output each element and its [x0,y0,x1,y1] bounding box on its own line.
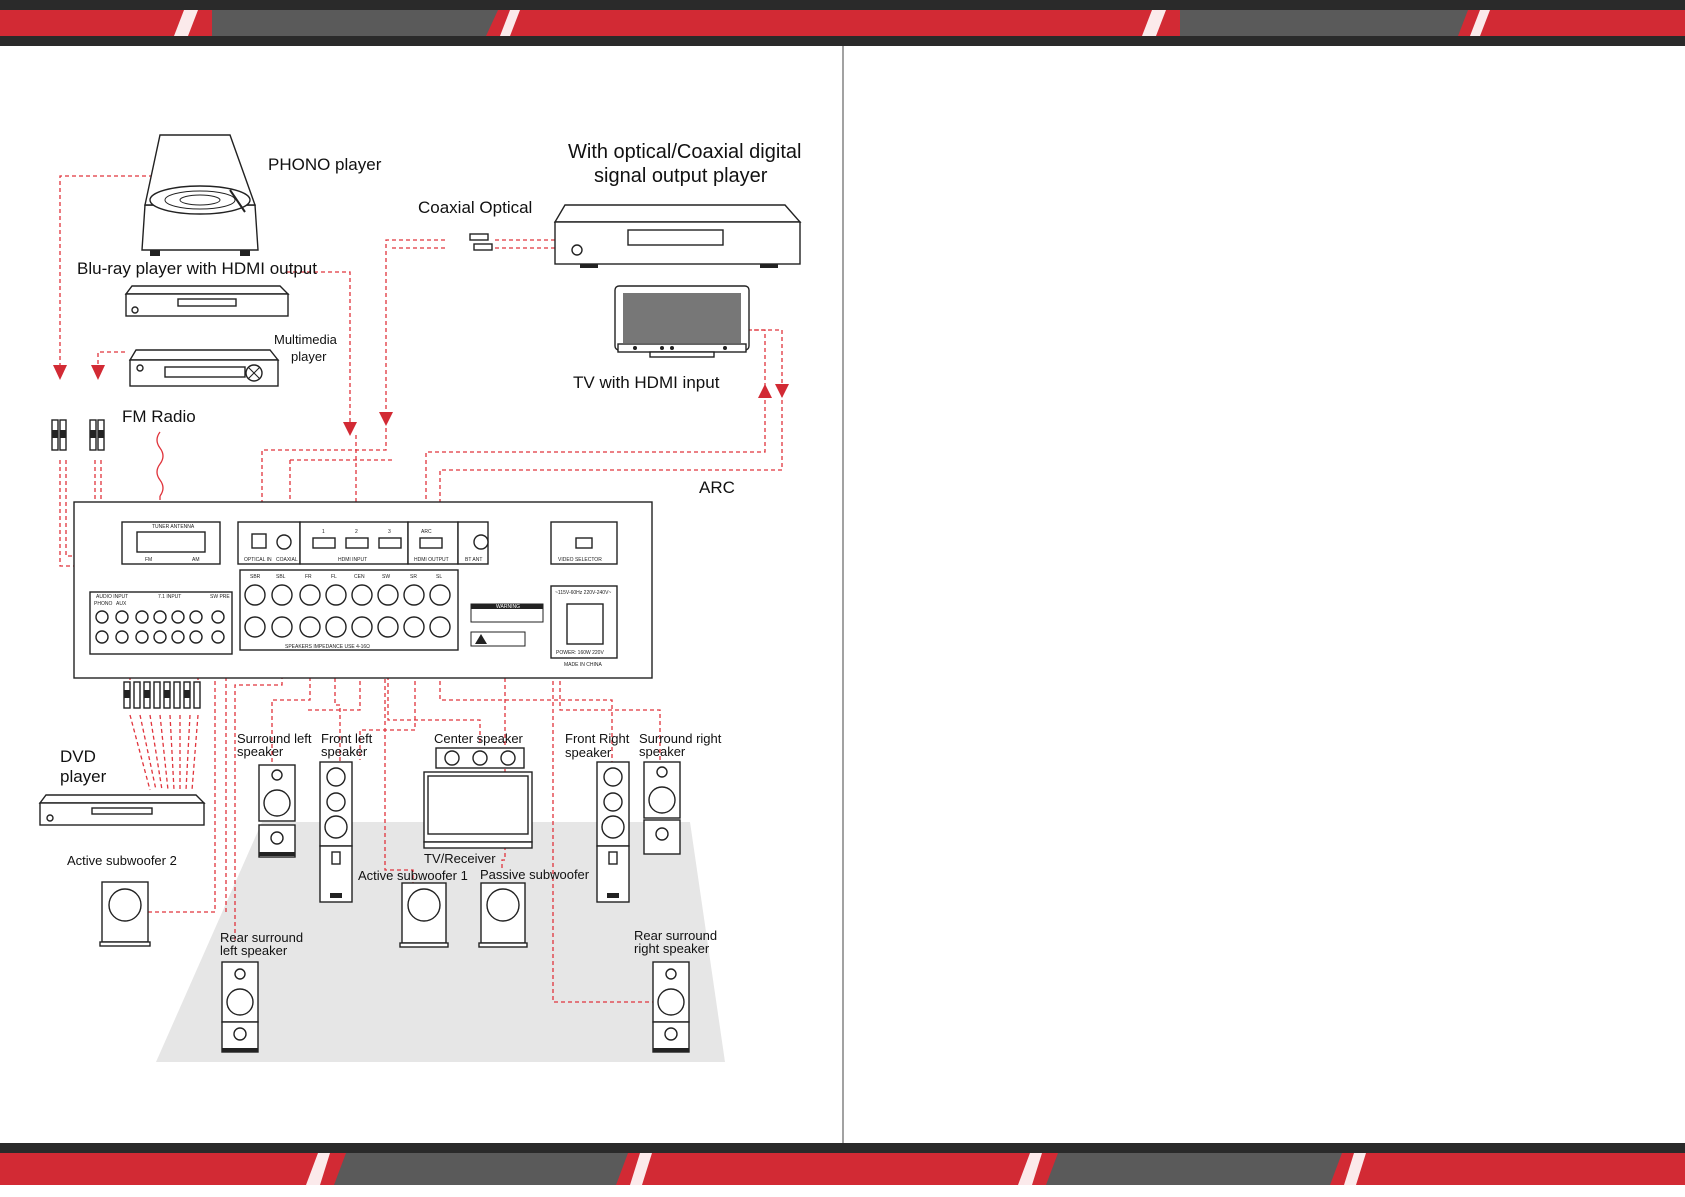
active-subwoofer-1-label: Active subwoofer 1 [358,868,468,883]
front-left-label-line2: speaker [321,744,368,759]
audio-input-text: AUDIO INPUT [96,594,128,600]
hdmi-2-text: 2 [355,529,358,535]
voltage-text: ~115V-60Hz 220V-240V~ [555,590,611,596]
center-speaker-label: Center speaker [434,731,524,746]
ch-fl-text: FL [331,574,337,580]
aux-text: AUX [116,601,127,607]
arc-label: ARC [699,478,735,497]
ch-sr-text: SR [410,574,417,580]
dvd-label-line1: DVD [60,747,96,766]
rear-right-label-line1: Rear surround [634,928,717,943]
subwoofer-2-icon [99,881,151,947]
coaxial-optical-label: Coaxial Optical [418,198,532,217]
arrow-down-icon [53,365,67,380]
arrow-down-icon [379,412,393,426]
speakers-impedance-text: SPEAKERS IMPEDANCE USE 4-16Ω [285,644,370,650]
dvd-player-icon [38,794,206,826]
multimedia-label-line1: Multimedia [274,332,338,347]
ch-sbl-text: SBL [276,574,286,580]
center-speaker-icon [435,747,525,769]
bluray-player-label: Blu-ray player with HDMI output [77,259,317,278]
speaker-terminals [244,584,451,638]
hdmi-output-text: HDMI OUTPUT [414,557,449,563]
ch-sw-text: SW [382,574,390,580]
fm-radio-label: FM Radio [122,407,196,426]
front-right-label-line1: Front Right [565,731,630,746]
header-band [0,0,1685,46]
passive-subwoofer-icon [478,882,528,948]
surround-right-label-line1: Surround right [639,731,722,746]
digital-player-label-line2: signal output player [594,165,768,187]
sw-pre-text: SW PRE [210,594,230,600]
passive-subwoofer-label: Passive subwoofer [480,867,590,882]
arrow-icons [53,365,789,436]
front-left-speaker-icon [319,761,353,903]
active-subwoofer-2-label: Active subwoofer 2 [67,853,177,868]
ch-fr-text: FR [305,574,312,580]
ch-sl-text: SL [436,574,442,580]
tv-receiver-label: TV/Receiver [424,851,496,866]
front-right-label-line2: speaker [565,745,612,760]
dvd-label-line2: player [60,767,107,786]
arrow-down-icon [775,384,789,398]
coaxial-text: COAXIAL [276,557,298,563]
rear-left-label-line2: left speaker [220,943,288,958]
bt-ant-text: BT ANT [465,557,482,563]
front-right-speaker-icon [596,761,630,903]
phono-text: PHONO [94,601,112,607]
footer-band [0,1143,1685,1192]
arrow-down-icon [91,365,105,380]
tv-icon [614,285,750,358]
turntable-icon [141,134,259,256]
bluray-player-icon [124,285,290,317]
rear-right-speaker-icon [652,961,690,1053]
hdmi-1-text: 1 [322,529,325,535]
surround-left-label-line2: speaker [237,744,284,759]
rca-jacks [95,610,225,644]
rear-left-label-line1: Rear surround [220,930,303,945]
rear-right-label-line2: right speaker [634,941,710,956]
fm-text: FM [145,557,152,563]
multimedia-label-line2: player [291,349,327,364]
phono-player-label: PHONO player [268,155,382,174]
surround-left-label-line1: Surround left [237,731,312,746]
optical-in-text: OPTICAL IN [244,557,272,563]
surround-right-speaker-icon [643,761,681,855]
input-71-text: 7.1 INPUT [158,594,181,600]
tuner-antenna-text: TUNER ANTENNA [152,524,195,530]
rca-plug-icons [51,419,105,451]
ch-cen-text: CEN [354,574,365,580]
surround-right-label-line2: speaker [639,744,686,759]
tv-receiver-icon [423,771,533,849]
arrow-up-icon [758,384,772,398]
dvd-rca-plug-icons [123,681,201,709]
rear-left-speaker-icon [221,961,259,1053]
front-left-label-line1: Front left [321,731,373,746]
arc-port-text: ARC [421,529,432,535]
arrow-down-icon [343,422,357,436]
made-in-china-text: MADE IN CHINA [564,662,602,668]
power-text: POWER: 160W 220V [556,650,604,656]
warning-text: WARNING [496,604,520,610]
ch-sbr-text: SBR [250,574,261,580]
hdmi-input-text: HDMI INPUT [338,557,367,563]
active-subwoofer-1-icon [399,882,449,948]
video-selector-text: VIDEO SELECTOR [558,557,602,563]
digital-player-label-line1: With optical/Coaxial digital [568,141,801,163]
receiver-rear-panel: TUNER ANTENNA FM AM AUDIO INPUT PHONO AU… [73,501,653,679]
tv-hdmi-label: TV with HDMI input [573,373,720,392]
hdmi-3-text: 3 [388,529,391,535]
digital-player-icon [553,204,802,268]
multimedia-player-icon [128,349,280,387]
surround-left-speaker-icon [258,764,296,858]
coax-optical-plug-icons [469,233,493,251]
am-text: AM [192,557,200,563]
